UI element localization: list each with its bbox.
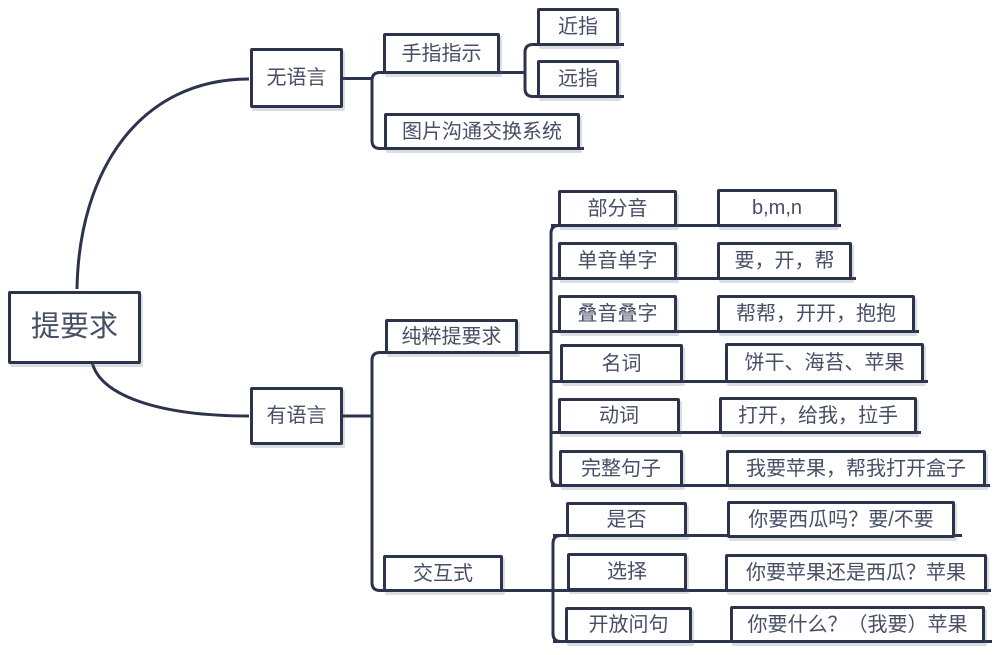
example-reduplicated: 帮帮，开开，抱抱 xyxy=(717,295,915,333)
example-verb: 打开，给我，拉手 xyxy=(719,397,917,434)
node-choice: 选择 xyxy=(567,553,687,591)
node-near-point: 近指 xyxy=(537,8,619,46)
example-full-sentence: 我要苹果，帮我打开盒子 xyxy=(726,450,986,487)
node-full-sentence: 完整句子 xyxy=(559,450,683,487)
node-verb: 动词 xyxy=(558,398,680,434)
node-with-language: 有语言 xyxy=(250,387,343,445)
bracket-with-language xyxy=(370,351,385,592)
node-no-language: 无语言 xyxy=(250,48,343,108)
bracket-finger-pointing xyxy=(523,43,537,98)
node-root: 提要求 xyxy=(8,291,141,364)
bracket-interactive xyxy=(551,534,562,643)
example-choice: 你要苹果还是西瓜？苹果 xyxy=(725,554,987,592)
node-single-syllable: 单音单字 xyxy=(558,242,677,280)
node-pure-request: 纯粹提要求 xyxy=(385,319,518,354)
example-open-question: 你要什么？（我要）苹果 xyxy=(730,606,985,643)
node-noun: 名词 xyxy=(560,344,683,383)
edge-root-no-language xyxy=(75,77,250,290)
node-pecs: 图片沟通交换系统 xyxy=(384,113,580,150)
node-reduplicated: 叠音叠字 xyxy=(558,295,677,333)
example-noun: 饼干、海苔、苹果 xyxy=(725,343,924,383)
node-open-question: 开放问句 xyxy=(565,607,692,643)
node-finger-pointing: 手指指示 xyxy=(383,33,500,74)
node-partial-sound: 部分音 xyxy=(558,190,677,227)
node-yes-no: 是否 xyxy=(566,502,687,537)
edge-root-with-language xyxy=(90,361,250,418)
bracket-no-language xyxy=(370,71,384,150)
node-interactive: 交互式 xyxy=(383,555,503,592)
example-partial-sound: b,m,n xyxy=(717,189,837,227)
example-single-syllable: 要，开，帮 xyxy=(717,242,852,280)
example-yes-no: 你要西瓜吗？要/不要 xyxy=(727,501,955,538)
node-far-point: 远指 xyxy=(537,60,619,98)
